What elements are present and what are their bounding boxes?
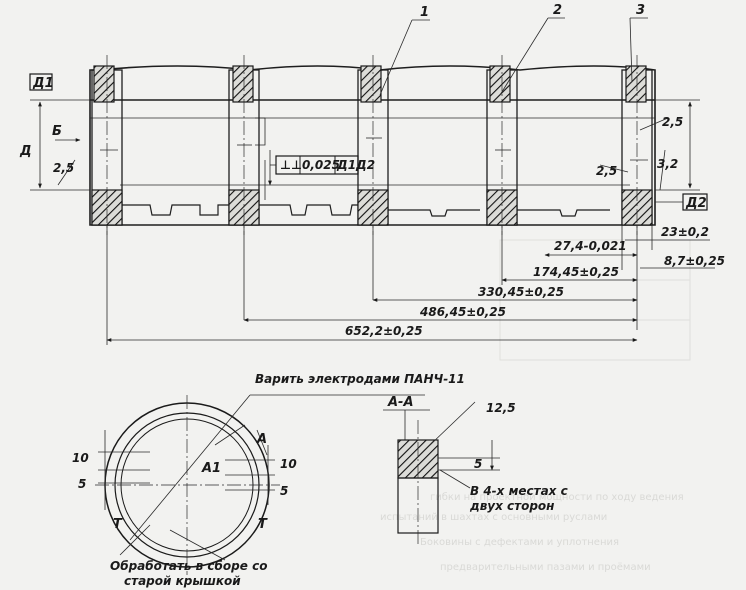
datum-b: Б — [52, 124, 62, 139]
detail-label-t-left: Т — [113, 517, 123, 532]
detail-circle-view — [95, 394, 425, 575]
section-r12-5: 12,5 — [486, 401, 516, 415]
svg-text:Боковины с дефектами и уплотне: Боковины с дефектами и уплотнения — [420, 537, 619, 548]
leader-label-3: 3 — [636, 3, 645, 18]
detail-dim-10-right: 10 — [280, 457, 297, 471]
section-dim-5: 5 — [474, 457, 482, 471]
dim-8-7: 8,7±0,25 — [664, 254, 725, 268]
detail-dim-5-right: 5 — [280, 484, 288, 498]
note-weld: Варить электродами ПАНЧ-11 — [255, 372, 465, 386]
datum-d: Д — [19, 144, 32, 159]
note-machine-1: Обработать в сборе со — [110, 559, 267, 573]
detail-label-a1: А1 — [201, 461, 221, 476]
section-title: А-А — [387, 395, 414, 410]
column-1 — [91, 55, 123, 235]
roughness-right-top: 2,5 — [662, 115, 683, 129]
detail-dim-10-left: 10 — [72, 451, 89, 465]
detail-label-a: А — [256, 432, 267, 447]
note-places-1: В 4-х местах с — [470, 484, 568, 498]
column-3 — [357, 55, 389, 235]
dim-174-45: 174,45±0,25 — [533, 265, 619, 279]
datum-d2: Д2 — [685, 196, 707, 211]
column-4 — [486, 55, 518, 235]
roughness-left: 2,5 — [53, 161, 74, 175]
dim-23: 23±0,2 — [661, 225, 709, 239]
svg-text:гибки на проектной мощности по: гибки на проектной мощности по ходу веде… — [430, 492, 684, 503]
note-places-2: двух сторон — [469, 499, 554, 513]
svg-text:предварительными пазами и проё: предварительными пазами и проёмами — [440, 562, 651, 573]
dim-486-45: 486,45±0,25 — [419, 305, 506, 319]
main-part-view — [29, 17, 715, 345]
column-5 — [621, 55, 653, 235]
tolerance-symbol: ⊥⊥ — [280, 158, 302, 172]
dim-652-2: 652,2±0,25 — [345, 324, 423, 338]
dim-3-2: 3,2 — [657, 157, 678, 171]
detail-dim-5-left: 5 — [78, 477, 86, 491]
leader-label-2: 2 — [553, 3, 562, 18]
note-machine-2: старой крышкой — [124, 574, 241, 588]
leader-label-1: 1 — [420, 5, 429, 20]
roughness-right-mid: 2,5 — [596, 164, 617, 178]
dim-330-45: 330,45±0,25 — [478, 285, 564, 299]
svg-text:испытаний в шахтах с основными: испытаний в шахтах с основными руслами — [380, 512, 607, 523]
tolerance-value: 0,025 — [302, 158, 340, 172]
detail-label-t-right: Т — [258, 517, 268, 532]
datum-d1: Д1 — [32, 76, 54, 91]
section-a-a — [383, 401, 500, 545]
tolerance-datum: Д1Д2 — [336, 158, 375, 172]
dim-27-4: 27,4-0,021 — [554, 239, 627, 253]
